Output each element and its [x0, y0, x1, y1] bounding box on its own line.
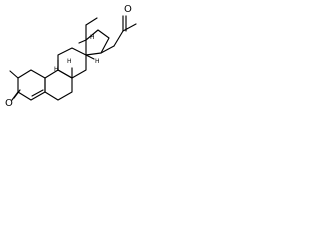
side-chain-link-1: [100, 45, 115, 54]
stereo-bond-4: [78, 39, 87, 44]
ketone-link-left-double: [13, 89, 21, 99]
ketone-oxygen-left-label: O: [5, 98, 13, 109]
stereo-label-lower-left: H: [54, 66, 59, 73]
side-chain-link-2: [113, 30, 124, 47]
side-chain-link-3: [122, 23, 137, 32]
molecule-canvas: O O H H H H: [0, 0, 154, 112]
stereo-bond-3: [85, 54, 95, 60]
stereo-label-lower-right: H: [95, 58, 100, 65]
ring-d: [85, 29, 110, 56]
ring-b: [44, 69, 73, 101]
ring-a-double-bond: [31, 89, 44, 97]
steroid-structure-diagram: O O H H H H: [5, 4, 137, 109]
ring-a: [17, 69, 46, 101]
ethyl-link-2: [85, 17, 98, 26]
stereo-label-middle: H: [67, 58, 72, 65]
stereo-label-upper: H: [90, 34, 95, 41]
ring-a-link-top-left: [9, 70, 19, 79]
ketone-oxygen-top-label: O: [124, 4, 132, 15]
